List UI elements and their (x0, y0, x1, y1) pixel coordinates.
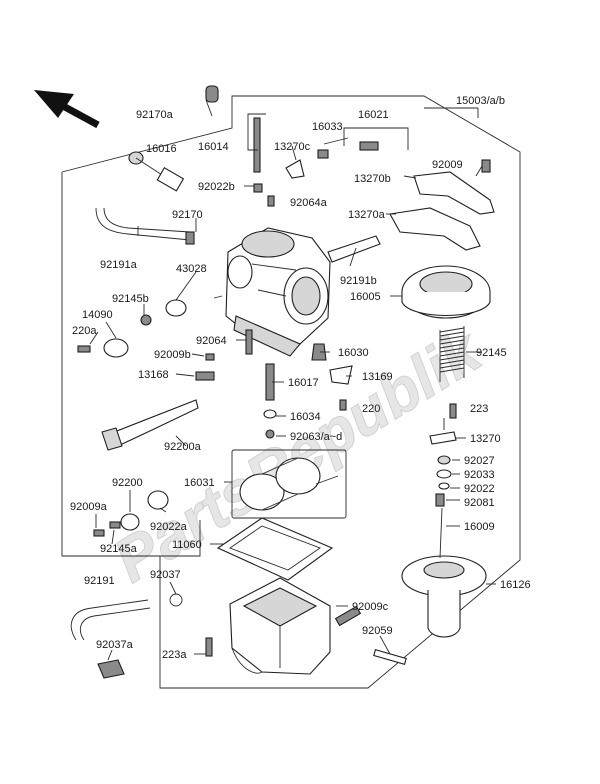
part-label: 92009c (352, 601, 389, 613)
part-label: 16014 (198, 141, 229, 153)
assembly-frame (61, 95, 521, 689)
part-label: 16034 (290, 411, 321, 423)
part-label: 13270a (348, 209, 386, 221)
part-label: 92081 (464, 497, 495, 509)
part-label: 13270c (274, 141, 311, 153)
part-label: 92191b (340, 275, 377, 287)
part-label: 11060 (172, 539, 202, 551)
part-label: 13270 (470, 433, 501, 445)
part-label: 92170 (172, 209, 203, 221)
part-label: 92033 (464, 469, 495, 481)
jet-needle-16009 (435, 493, 445, 559)
part-label: 92009 (432, 159, 463, 171)
part-label: 16021 (358, 109, 389, 121)
part-label: 16030 (338, 347, 369, 359)
small-parts (77, 85, 491, 679)
part-label: 92145 (476, 347, 507, 359)
part-label: 92063/a~d (290, 431, 342, 443)
part-label: 43028 (176, 263, 207, 275)
part-label: 92145b (112, 293, 149, 305)
clip-parts (429, 403, 457, 490)
part-number-labels: 92170a 15003/a/b 16021 16033 16014 13270… (70, 95, 531, 661)
part-label: 16016 (146, 143, 177, 155)
part-label: 92022a (150, 521, 188, 533)
hose-92191a (95, 207, 191, 241)
part-label: 92022 (464, 483, 495, 495)
part-label: 92027 (464, 455, 495, 467)
part-label: 220a (72, 325, 97, 337)
spring-92145 (439, 326, 465, 382)
part-label: 223a (162, 649, 187, 661)
lever-13168 (101, 399, 199, 451)
float-16031 (231, 449, 347, 519)
part-label: 92145a (100, 543, 138, 555)
gasket-11060 (216, 517, 334, 581)
float-bowl (229, 577, 331, 675)
part-label: 223 (470, 403, 488, 415)
part-label: 13169 (362, 371, 393, 383)
leader-lines (89, 99, 496, 661)
part-label: 92064 (196, 335, 227, 347)
hose-92191 (70, 599, 151, 641)
part-label: 92022b (198, 181, 235, 193)
part-label: 92037a (96, 639, 134, 651)
vacuum-piston-16126 (401, 555, 487, 638)
part-label: 92037 (150, 569, 181, 581)
bracket-13270b (413, 171, 495, 215)
part-label: 92009b (154, 349, 191, 361)
part-label: 92200 (112, 477, 143, 489)
starter-plunger-16016 (128, 151, 185, 192)
carburetor-body (225, 227, 331, 357)
front-arrow-icon (34, 90, 100, 129)
part-label: 16033 (312, 121, 343, 133)
part-label: 92064a (290, 197, 328, 209)
part-label: 16126 (500, 579, 531, 591)
part-label: 92200a (164, 441, 202, 453)
part-label: 92191 (84, 575, 115, 587)
top-cover-16005 (401, 265, 491, 319)
part-label: 16009 (464, 521, 495, 533)
part-label: 16005 (350, 291, 381, 303)
bracket-13270a (389, 207, 481, 251)
part-label: 92170a (136, 109, 174, 121)
part-label: 92059 (362, 625, 393, 637)
part-label: 15003/a/b (456, 95, 505, 107)
hose-92191b (327, 235, 381, 263)
part-label: 220 (362, 403, 380, 415)
part-label: 14090 (82, 309, 113, 321)
part-label: 92191a (100, 259, 138, 271)
part-label: 13270b (354, 173, 391, 185)
part-label: 16017 (288, 377, 319, 389)
part-label: 13168 (138, 369, 169, 381)
part-label: 92009a (70, 501, 108, 513)
part-label: 16031 (184, 477, 215, 489)
